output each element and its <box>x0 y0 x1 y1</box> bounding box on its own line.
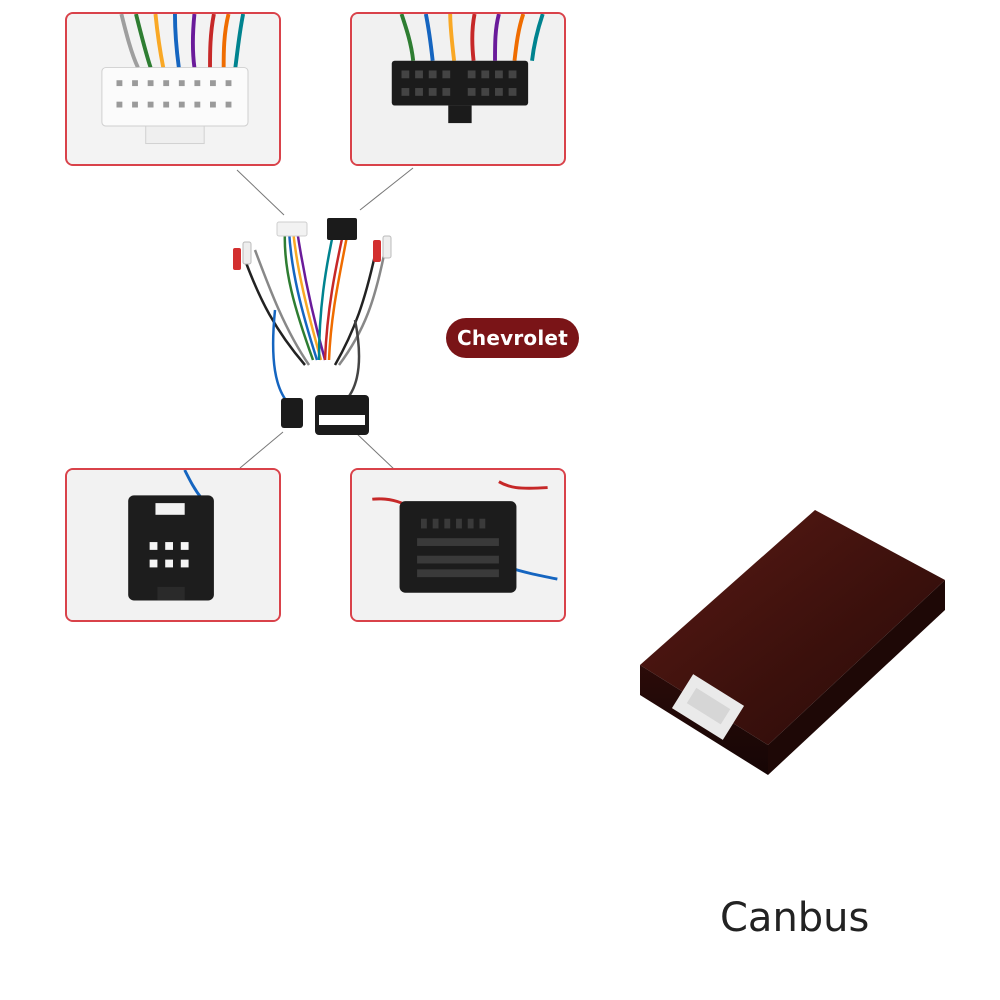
wiring-harness-image <box>233 218 392 435</box>
product-caption: Canbus <box>720 895 870 941</box>
black-connector-closeup <box>350 12 566 166</box>
canbus-decoder-image <box>640 510 945 775</box>
large-black-plug-closeup <box>350 468 566 622</box>
white-connector-closeup <box>65 12 281 166</box>
brand-badge: Chevrolet <box>446 318 579 358</box>
small-black-plug-closeup <box>65 468 281 622</box>
